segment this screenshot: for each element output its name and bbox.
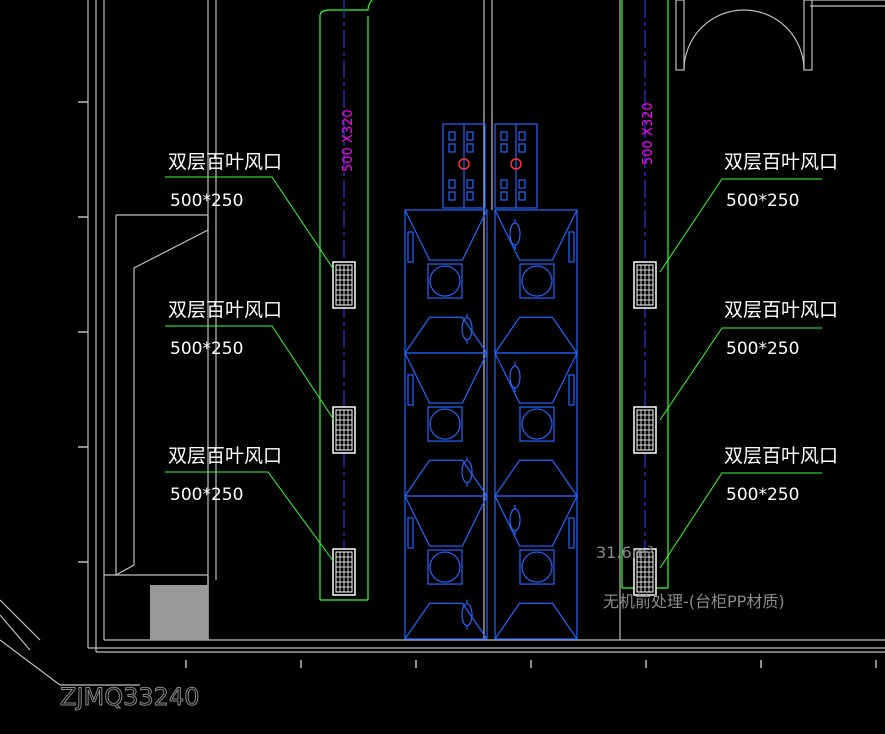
drawing-code: ZJMQ33240 [60,683,199,711]
hood-unit-2-1 [494,209,578,354]
grid-ticks [78,101,877,668]
hood-unit-2-3 [494,495,578,640]
vent-label-right-3: 双层百叶风口 500*250 [724,445,838,505]
vent-grilles [332,261,657,596]
column-block [150,585,208,640]
vent-label-left-2: 双层百叶风口 500*250 [168,299,282,359]
svg-text:双层百叶风口: 双层百叶风口 [168,445,282,467]
vent-grille-3 [332,548,356,596]
control-panel-2 [494,123,538,209]
svg-text:双层百叶风口: 双层百叶风口 [724,445,838,467]
vent-grille-4 [633,261,657,309]
hood-unit-2-2 [494,352,578,497]
hood-unit-1-1 [404,209,488,354]
vent-grille-6 [633,548,657,596]
svg-text:双层百叶风口: 双层百叶风口 [724,151,838,173]
vent-label-left-1: 双层百叶风口 500*250 [168,151,282,211]
equipment-name: 无机前处理-(台柜PP材质) [603,592,785,611]
leader-lines [165,176,822,569]
svg-text:双层百叶风口: 双层百叶风口 [724,299,838,321]
duct-left [319,0,373,601]
equipment-note: 31.6m³ [596,543,654,562]
svg-text:500*250: 500*250 [170,339,243,359]
svg-text:500*250: 500*250 [726,485,799,505]
vent-label-right-2: 双层百叶风口 500*250 [724,299,838,359]
vent-grille-1 [332,261,356,309]
door [675,0,813,71]
vent-grille-5 [633,406,657,454]
svg-text:500*250: 500*250 [726,339,799,359]
svg-text:500*250: 500*250 [170,485,243,505]
duct-right-size: 500 X320 [641,102,656,165]
svg-text:500*250: 500*250 [170,191,243,211]
vent-label-right-1: 双层百叶风口 500*250 [724,151,838,211]
svg-text:双层百叶风口: 双层百叶风口 [168,151,282,173]
duct-left-size: 500 X320 [341,109,356,172]
fume-hood-cabinets [404,123,578,640]
hood-unit-1-2 [404,352,488,497]
vent-grille-2 [332,406,356,454]
vent-label-left-3: 双层百叶风口 500*250 [168,445,282,505]
svg-text:500*250: 500*250 [726,191,799,211]
hood-unit-1-3 [404,495,488,640]
svg-text:双层百叶风口: 双层百叶风口 [168,299,282,321]
control-panel-1 [442,123,486,209]
